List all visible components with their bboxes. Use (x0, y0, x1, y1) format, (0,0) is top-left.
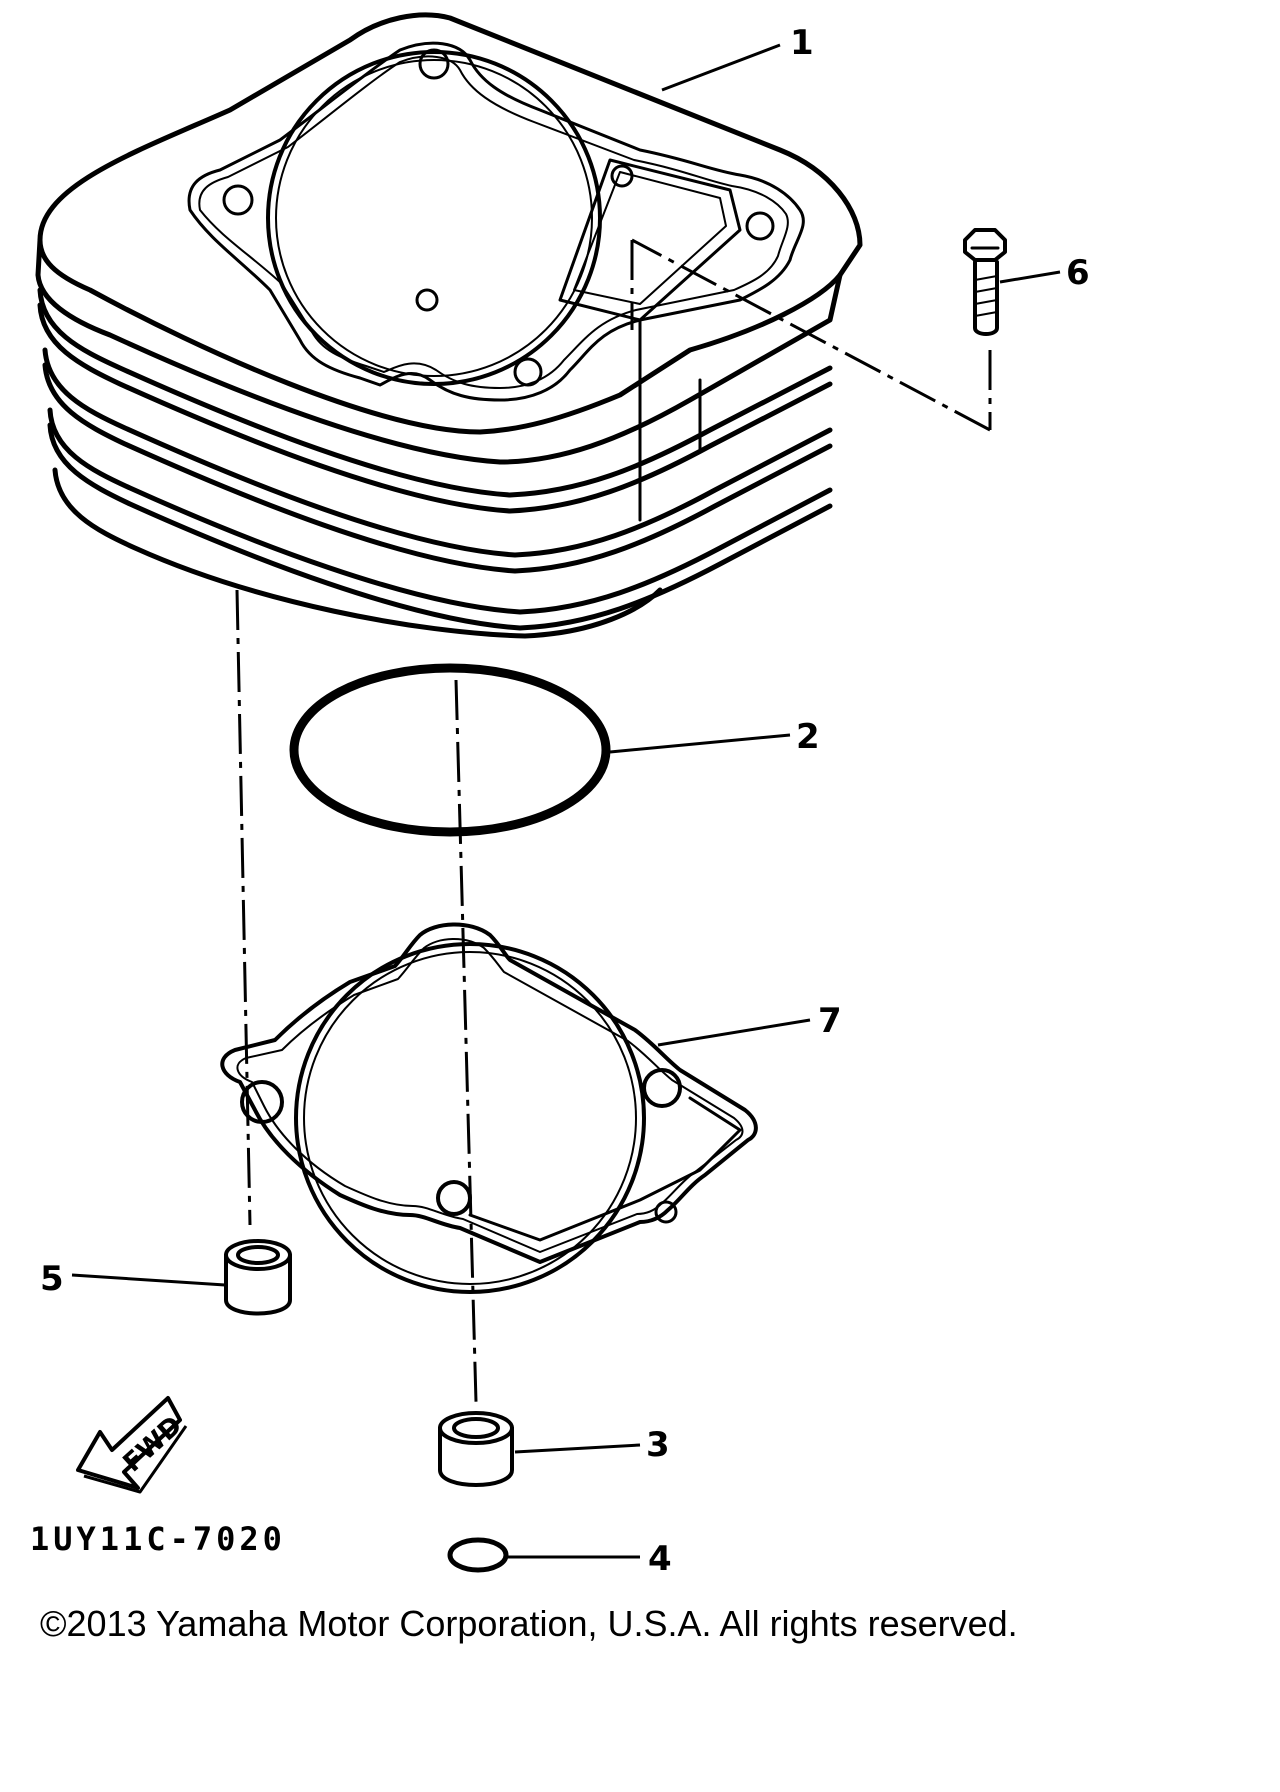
o-ring-part (289, 663, 611, 837)
callout-6: 6 (1066, 253, 1090, 293)
callout-2: 2 (796, 717, 820, 757)
fwd-arrow-icon: FWD (76, 1396, 188, 1494)
callout-3: 3 (646, 1425, 670, 1465)
dowel-pin-part-5 (224, 1239, 292, 1316)
callout-7: 7 (818, 1001, 842, 1041)
callout-4: 4 (648, 1539, 672, 1579)
copyright-notice: ©2013 Yamaha Motor Corporation, U.S.A. A… (40, 1603, 1018, 1644)
alignment-lines (235, 238, 992, 1403)
cylinder-part (35, 12, 863, 639)
callout-1: 1 (790, 23, 814, 63)
bolt-part (963, 228, 1007, 336)
dowel-pin-part-3 (438, 1411, 514, 1487)
cylinder-gasket-part (220, 922, 758, 1294)
callout-5: 5 (40, 1259, 64, 1299)
diagram-code: 1UY11C-7020 (30, 1520, 286, 1558)
leader-lines (71, 43, 1061, 1559)
small-o-ring-part (447, 1537, 509, 1573)
